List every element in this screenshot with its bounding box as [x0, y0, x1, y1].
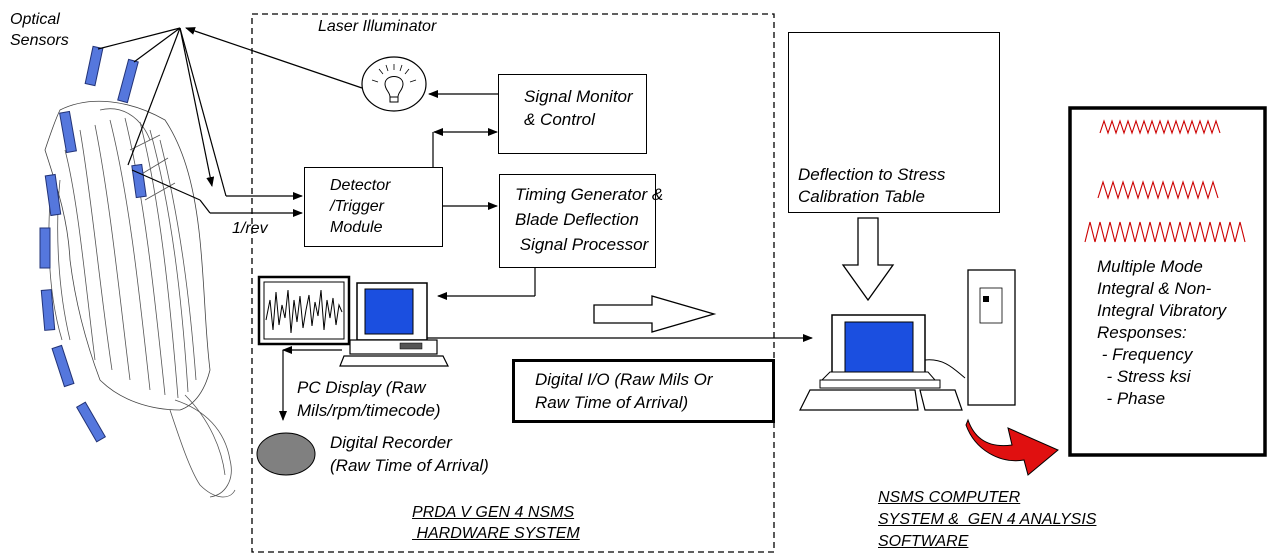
sensor-blade: [117, 58, 139, 104]
output-red-arrow: [965, 418, 1059, 476]
timing-generator-box: [499, 174, 656, 268]
sensor-blade: [59, 110, 77, 154]
sensor-blade: [84, 45, 104, 87]
sensor-blade: [51, 344, 75, 388]
hardware-pc-icon: [339, 282, 449, 367]
detector-trigger-label: Detector /Trigger Module: [330, 177, 391, 236]
pc-waveform-monitor: [257, 275, 351, 346]
pc-display-label: PC Display (Raw Mils/rpm/timecode): [297, 378, 441, 420]
signal-monitor-label: Signal Monitor & Control: [524, 87, 633, 129]
digital-recorder-icon: [256, 432, 316, 476]
responses-label: Multiple Mode Integral & Non- Integral V…: [1097, 257, 1227, 408]
calibration-table-box: [788, 32, 1000, 213]
digital-io-label: Digital I/O (Raw Mils Or Raw Time of Arr…: [535, 370, 713, 412]
timing-generator-label: Timing Generator & Blade Deflection Sign…: [515, 185, 664, 254]
analysis-computer-icon: [799, 269, 1016, 411]
signal-monitor-box: [498, 74, 647, 154]
waveform-1: [1099, 119, 1221, 135]
detector-trigger-box: [304, 167, 443, 247]
digital-io-box: [512, 359, 775, 423]
sensor-blade: [39, 227, 51, 269]
waveform-2: [1097, 180, 1219, 200]
response-waveforms: [1084, 119, 1246, 243]
laser-illuminator-label: Laser Illuminator: [318, 18, 437, 35]
calibration-table-label: Deflection to Stress Calibration Table: [798, 165, 946, 206]
waveform-3: [1084, 221, 1246, 243]
digital-recorder-label: Digital Recorder (Raw Time of Arrival): [330, 433, 489, 475]
connectors: [279, 90, 813, 421]
sensor-lines: [97, 27, 363, 217]
computer-system-label: NSMS COMPUTER SYSTEM & GEN 4 ANALYSIS SO…: [878, 489, 1097, 550]
optical-sensors-label: Optical Sensors: [10, 11, 69, 49]
sensor-blade: [40, 289, 56, 331]
sensor-blade: [131, 163, 147, 199]
sensor-blade: [75, 401, 107, 443]
calibration-down-arrow: [841, 217, 895, 302]
optical-sensors: [39, 45, 147, 443]
one-rev-label: 1/rev: [232, 220, 268, 237]
sensor-blade: [44, 173, 62, 217]
hardware-system-boundary: [251, 13, 775, 553]
results-box: [1068, 106, 1267, 457]
laser-illuminator-icon: [361, 56, 427, 112]
data-flow-arrow: [593, 295, 717, 333]
hardware-system-label: PRDA V GEN 4 NSMS HARDWARE SYSTEM: [412, 504, 580, 542]
